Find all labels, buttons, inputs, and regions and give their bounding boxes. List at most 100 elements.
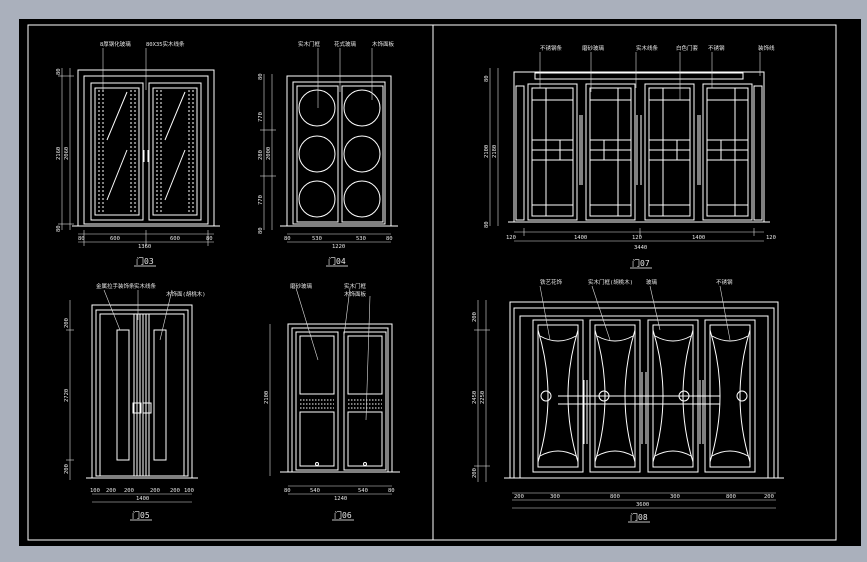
door-04-callout-0: 实木门框 <box>298 40 321 48</box>
door-08-elevation <box>504 301 784 479</box>
door-04-dim-v-0: 80 <box>258 73 264 80</box>
door-08-total-width: 3600 <box>636 502 649 508</box>
door-05-lock-left <box>132 402 142 414</box>
door-07-dim-labels: 80 2100 2180 80 120 1400 120 1400 120 34… <box>484 44 776 251</box>
door-07-elevation <box>508 71 770 223</box>
door-03-dim-v-3: 80 <box>56 225 62 232</box>
door-07-panels <box>527 83 753 221</box>
door-06-total-width: 1240 <box>334 496 347 502</box>
door-06-right-upper-glass <box>347 335 383 395</box>
door-07-callout-4: 不锈钢 <box>708 44 725 52</box>
door-06-dim-h-1: 540 <box>310 488 320 494</box>
door-08-dim-v-1: 2450 <box>472 391 478 404</box>
door-06-right-leaf <box>343 331 387 471</box>
door-07-dim-h-2: 120 <box>632 235 642 241</box>
door-03-elevation <box>72 69 220 227</box>
door-05-caption: 门05 <box>132 510 150 520</box>
door-07-dim-h-4: 120 <box>766 235 776 241</box>
door-04-callout-2: 木饰面板 <box>372 40 395 48</box>
door-08-dim-v-3: 200 <box>472 468 478 478</box>
door-07-total-width: 3440 <box>634 245 647 251</box>
door-05-dim-h-1: 200 <box>106 488 116 494</box>
door-04-dim-h-0: 80 <box>284 236 291 242</box>
door-04-right-leaf <box>341 85 384 223</box>
door-03-dimensions <box>58 48 214 246</box>
door-03-total-width: 1360 <box>138 244 151 250</box>
door-05-callout-1: 实木线条 <box>134 282 157 290</box>
drawing-canvas <box>19 19 861 546</box>
door-06-callout-0: 磨砂玻璃 <box>290 282 313 290</box>
door-08-callout-1: 实木门框(胡桃木) <box>588 278 633 286</box>
door-08-dimensions <box>474 285 776 509</box>
door-05-dimensions <box>66 289 192 503</box>
door-07-caption: 门07 <box>632 258 650 268</box>
door-08-dim-h-3: 300 <box>670 494 680 500</box>
door-05-callout-2: 木饰面(胡桃木) <box>166 290 206 298</box>
door-03-callout-0: 8厚钢化玻璃 <box>100 40 131 48</box>
door-03-glass-hatch <box>98 90 194 214</box>
door-05-dim-h-5: 100 <box>184 488 194 494</box>
door-04-left-leaf <box>296 85 339 223</box>
door-04-dim-labels: 80 770 2000 280 770 80 80 530 530 80 122… <box>258 40 395 250</box>
door-06-dim-h-3: 80 <box>388 488 395 494</box>
door-05-dim-labels: 200 2720 200 100 200 200 200 200 100 140… <box>64 282 206 502</box>
door-05-callout-0: 金属拉手装饰条 <box>96 282 135 290</box>
door-04-dim-v-5: 80 <box>258 227 264 234</box>
door-07-handles <box>579 115 701 185</box>
door-05-lock-right <box>142 402 152 414</box>
door-03-left-leaf <box>90 82 144 221</box>
door-04-inner-frame <box>292 81 386 225</box>
door-07-dim-h-1: 1400 <box>574 235 587 241</box>
door-08-dim-h-5: 200 <box>764 494 774 500</box>
door-05-dim-h-0: 100 <box>90 488 100 494</box>
door-07-dim-h-0: 120 <box>506 235 516 241</box>
door-03-dim-h-3: 80 <box>206 236 213 242</box>
door-03-caption: 门03 <box>136 256 154 266</box>
door-06-dim-labels: 2100 80 540 540 80 1240 磨砂玻璃 实木门框 木饰面板 <box>264 282 395 502</box>
door-04-elevation <box>280 75 398 227</box>
door-03-dim-h-0: 80 <box>78 236 85 242</box>
title-border <box>27 24 837 541</box>
door-06-left-leaf <box>295 331 339 471</box>
door-08-callout-3: 不锈钢 <box>716 278 733 286</box>
door-07-dim-v-3: 80 <box>484 221 490 228</box>
door-06-left-upper-glass <box>299 335 335 395</box>
door-03-dim-h-1: 600 <box>110 236 120 242</box>
door-04-circle-glass <box>298 89 381 218</box>
door-04-callout-1: 花式玻璃 <box>334 40 357 48</box>
door-06-dim-h-2: 540 <box>358 488 368 494</box>
door-07-dim-v-0: 80 <box>484 75 490 82</box>
door-06-callout-2: 木饰面板 <box>344 290 367 298</box>
door-04-dim-h-3: 80 <box>386 236 393 242</box>
door-08-callout-2: 玻璃 <box>646 278 658 286</box>
door-08-caption: 门08 <box>630 512 648 522</box>
door-08-dim-labels: 200 2450 2250 200 200 300 800 300 800 20… <box>472 278 774 508</box>
door-05-dim-h-4: 200 <box>170 488 180 494</box>
door-04-dim-h-2: 530 <box>356 236 366 242</box>
door-08-callout-0: 铁艺花饰 <box>540 278 563 286</box>
door-05-dim-h-2: 200 <box>124 488 134 494</box>
door-05-dim-v-1: 2720 <box>64 389 70 402</box>
door-07-right-jamb <box>753 85 763 221</box>
door-05-right-panel <box>153 329 167 461</box>
door-06-dimensions <box>269 287 392 495</box>
door-04-dim-v-3: 280 <box>258 150 264 160</box>
door-06-dim-h-0: 80 <box>284 488 291 494</box>
door-08-outer-frame <box>509 301 779 478</box>
door-03-diagonals <box>106 91 186 201</box>
door-05-door-leaf <box>99 313 185 477</box>
door-08-dim-h-1: 300 <box>550 494 560 500</box>
door-04-caption: 门04 <box>328 256 346 266</box>
door-07-left-jamb <box>515 85 525 221</box>
door-08-dim-v-0: 200 <box>472 312 478 322</box>
door-03-dim-v-1: 2160 <box>56 147 62 160</box>
door-05-total-width: 1400 <box>136 496 149 502</box>
door-03-dim-h-2: 600 <box>170 236 180 242</box>
door-04-dim-v-4: 770 <box>258 195 264 205</box>
door-03-dim-labels: 80 2160 2060 80 80 600 600 80 1360 8厚钢化玻… <box>56 40 213 250</box>
door-08-dim-h-0: 200 <box>514 494 524 500</box>
door-05-left-panel <box>116 329 130 461</box>
door-04-total-width: 1220 <box>332 244 345 250</box>
door-07-dim-v-1: 2100 <box>484 145 490 158</box>
door-07-callout-3: 白色门套 <box>676 44 699 52</box>
